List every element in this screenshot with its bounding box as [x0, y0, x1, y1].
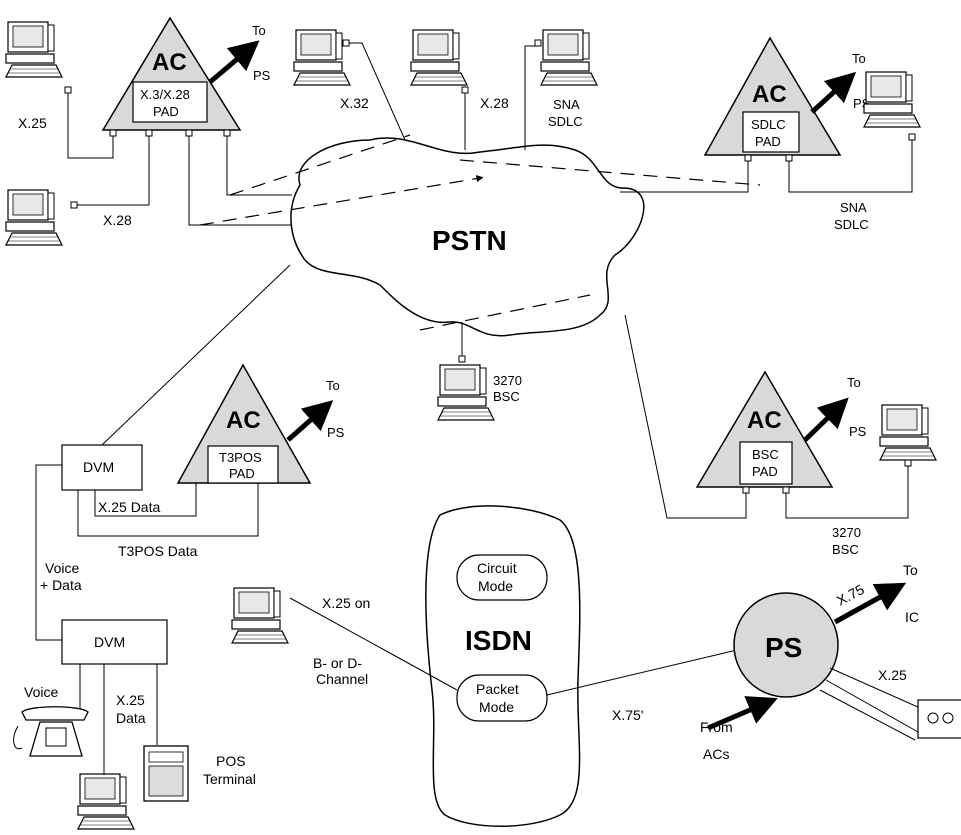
- sna-label: SNA: [553, 97, 580, 112]
- circuit-dashed-line: [229, 134, 411, 196]
- computer-icon: [410, 29, 468, 86]
- ic-label: IC: [905, 609, 919, 625]
- dvm-label: DVM: [94, 634, 125, 650]
- computer-icon: [231, 587, 289, 644]
- 3270-label: 3270: [493, 373, 522, 388]
- pad-line2: PAD: [752, 464, 778, 479]
- pad-line2: PAD: [755, 134, 781, 149]
- pad-box: [207, 445, 279, 484]
- circuit-dashed-line: [419, 294, 591, 331]
- to-ps-arrow: [803, 397, 849, 442]
- ac-title: AC: [226, 407, 261, 434]
- to-label: To: [903, 562, 918, 578]
- mode-label: Mode: [478, 578, 513, 594]
- pos-label: POS: [216, 753, 246, 769]
- pad-line1: BSC: [752, 447, 779, 462]
- computer-icon: [5, 189, 63, 246]
- circuit-dashed-line: [199, 175, 484, 226]
- data-label: Data: [116, 710, 146, 726]
- packet-label: Packet: [476, 681, 519, 697]
- x28-label: X.28: [480, 95, 509, 111]
- t3pos-data-label: T3POS Data: [118, 543, 198, 559]
- ps-node-label: PS: [765, 632, 802, 663]
- x28-label: X.28: [103, 212, 132, 228]
- pad-line1: T3POS: [219, 450, 262, 465]
- computer-icon: [540, 29, 598, 86]
- channel-label: Channel: [316, 671, 368, 687]
- pad-box: [739, 441, 793, 485]
- to-label: To: [847, 375, 861, 390]
- x32-label: X.32: [340, 95, 369, 111]
- from-label: From: [700, 719, 733, 735]
- circuit-dashed-line: [459, 159, 761, 186]
- pad-line1: SDLC: [751, 117, 786, 132]
- x25-label: X.25: [18, 115, 47, 131]
- bsc-label: BSC: [832, 542, 859, 557]
- to-ic-arrow: [833, 582, 907, 625]
- pstn-label: PSTN: [432, 225, 507, 256]
- ps-node: [733, 592, 839, 698]
- dvm-label: DVM: [83, 459, 114, 475]
- to-ps-arrow: [208, 40, 260, 84]
- ac-title: AC: [752, 81, 787, 108]
- ac-bsc-unit: AC BSC PAD To PS: [695, 370, 867, 494]
- x75-prime-label: X.75': [612, 707, 643, 723]
- ps-label: PS: [253, 68, 271, 83]
- computer-icon: [293, 29, 351, 86]
- computer-icon: [77, 773, 135, 830]
- ac-title: AC: [747, 407, 782, 434]
- mode-label: Mode: [479, 699, 514, 715]
- pad-line2: PAD: [153, 104, 179, 119]
- pad-box: [742, 111, 800, 153]
- pad-line2: PAD: [229, 466, 255, 481]
- circuit-mode-box: [456, 554, 548, 601]
- ac-title: AC: [152, 49, 187, 76]
- pad-box: [132, 81, 208, 123]
- to-label: To: [326, 378, 340, 393]
- to-ps-arrow: [286, 400, 334, 442]
- circuit-label: Circuit: [477, 560, 517, 576]
- channel-label: B- or D-: [313, 655, 362, 671]
- computer-icon: [879, 404, 937, 461]
- ps-label: PS: [849, 424, 867, 439]
- x25-label: X.25: [878, 667, 907, 683]
- ac-sdlc-unit: AC SDLC PAD To PS: [703, 36, 871, 162]
- computer-icon: [5, 21, 63, 78]
- 3270-label: 3270: [832, 525, 861, 540]
- computer-icon: [863, 71, 921, 128]
- packet-mode-box: [456, 674, 548, 722]
- to-label: To: [852, 51, 866, 66]
- ac-t3pos-unit: AC T3POS PAD To PS: [176, 363, 345, 484]
- computer-icon: [437, 364, 495, 421]
- x25-data-label: X.25 Data: [98, 499, 160, 515]
- from-acs-arrow: [707, 696, 778, 731]
- ac-x3-x28-unit: AC X.3/X.28 PAD To PS: [101, 16, 271, 137]
- terminal-label: Terminal: [203, 771, 256, 787]
- x25-label: X.25: [116, 692, 145, 708]
- isdn-cloud: [425, 505, 581, 827]
- voice-label: Voice: [45, 560, 79, 576]
- pos-terminal-icon: [143, 745, 189, 802]
- sdlc-label: SDLC: [834, 217, 869, 232]
- bsc-label: BSC: [493, 389, 520, 404]
- pad-line1: X.3/X.28: [140, 87, 190, 102]
- voice-label: Voice: [24, 684, 58, 700]
- dvm-bottom-box: [61, 619, 168, 665]
- host-device-box: [917, 699, 961, 739]
- ps-label: PS: [327, 425, 345, 440]
- to-ps-arrow: [810, 71, 857, 114]
- acs-label: ACs: [703, 746, 729, 762]
- pstn-cloud: [290, 137, 645, 337]
- data-label: + Data: [40, 577, 82, 593]
- x25-on-label: X.25 on: [322, 595, 370, 611]
- isdn-label: ISDN: [465, 625, 532, 656]
- sdlc-label: SDLC: [548, 114, 583, 129]
- telephone-icon: [13, 706, 89, 757]
- to-label: To: [252, 23, 266, 38]
- sna-label: SNA: [840, 200, 867, 215]
